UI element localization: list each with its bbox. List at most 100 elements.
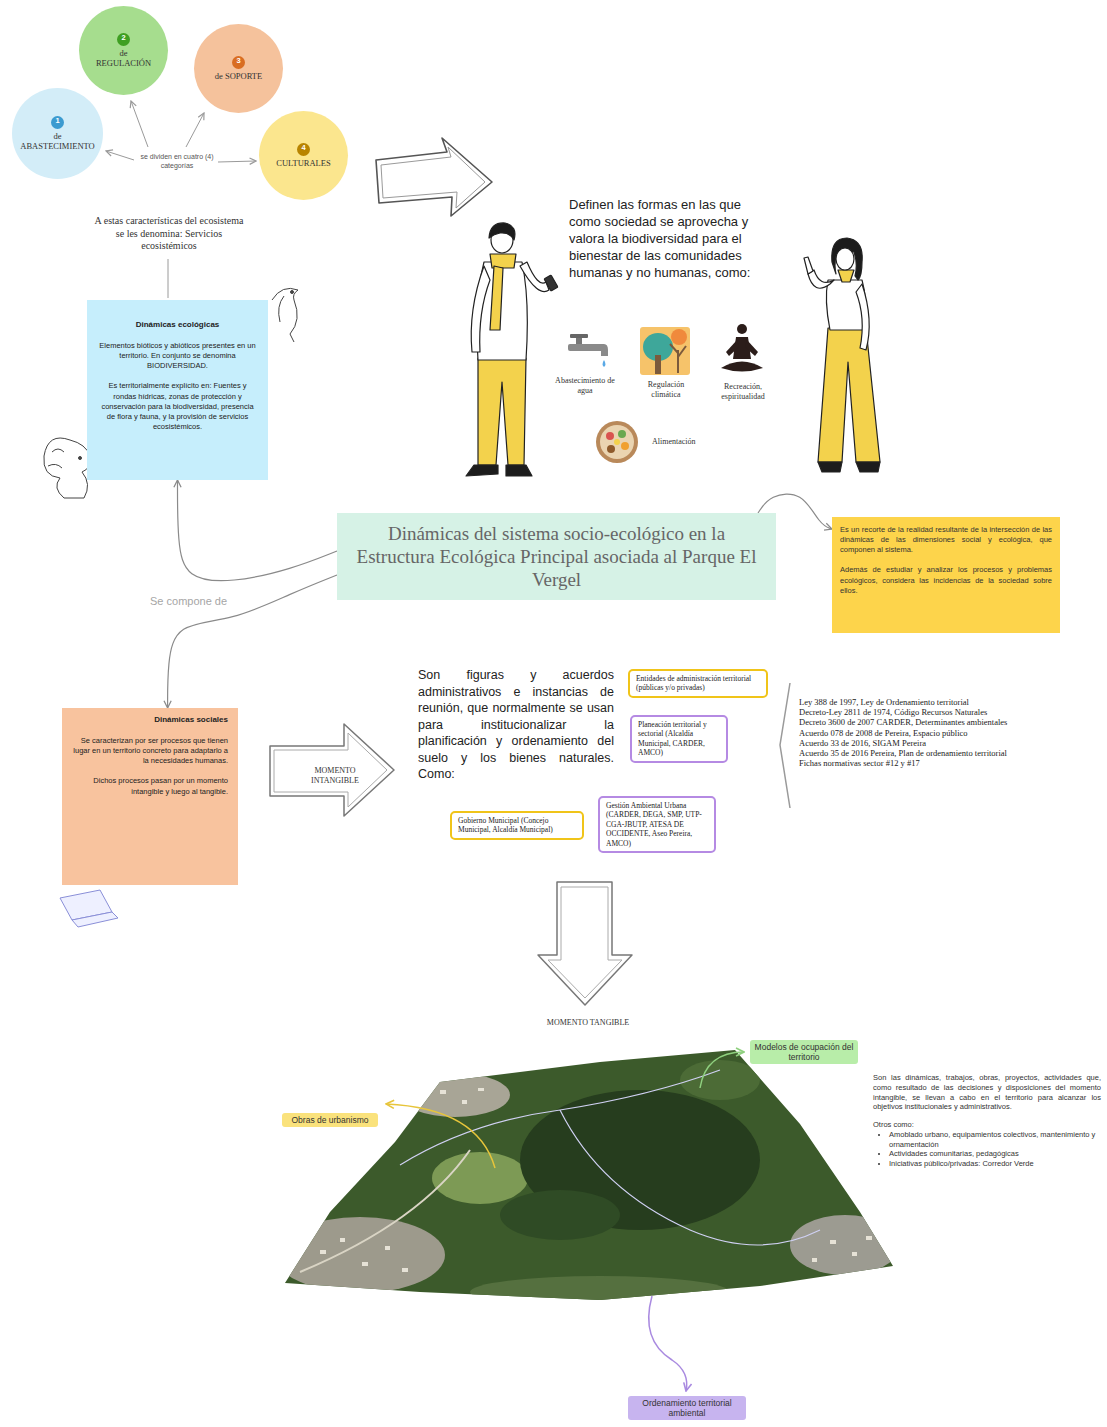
woman-figure <box>832 238 862 280</box>
entity-box: Gobierno Municipal (Concejo Municipal, A… <box>450 811 584 840</box>
woman-figure <box>856 284 869 350</box>
category-text: de REGULACIÓN <box>93 49 155 69</box>
entity-box: Gestión Ambiental Urbana (CARDER, DEGA, … <box>598 796 716 853</box>
hollow-arrow <box>548 887 622 998</box>
food-icon <box>621 442 629 450</box>
terrain-image <box>470 1276 730 1308</box>
entity-box: Entidades de administración territorial … <box>628 669 768 698</box>
icon-caption: Recreación, espiritualidad <box>706 382 780 402</box>
man-figure <box>466 223 558 476</box>
text-column: Son las dinámicas, trabajos, obras, proy… <box>873 1073 1101 1169</box>
terrain-image <box>275 1060 900 1308</box>
body-text: Son figuras y acuerdos administrativos e… <box>418 667 614 783</box>
woman-figure <box>838 270 854 282</box>
terrain-image <box>400 1073 510 1117</box>
climate-icon <box>655 355 661 374</box>
meditation-icon <box>737 324 747 334</box>
man-figure <box>489 223 515 240</box>
meditation-icon <box>721 324 763 372</box>
note-text: se dividen en cuatro (4) categorías <box>137 153 217 171</box>
terrain-image <box>402 1268 408 1272</box>
law-item: Decreto-Ley 2811 de 1974, Código Recurso… <box>799 707 1094 717</box>
entity-text: Gestión Ambiental Urbana (CARDER, DEGA, … <box>606 801 708 848</box>
man-figure <box>544 275 558 291</box>
terrain-image <box>500 1190 620 1240</box>
climate-icon <box>640 327 690 375</box>
bullet-item: Iniciativas público/privadas: Corredor V… <box>889 1159 1101 1169</box>
faucet-icon <box>570 334 588 338</box>
icon-caption: Alimentación <box>652 437 722 447</box>
woman-figure <box>818 328 880 462</box>
law-item: Acuerdo 078 de 2008 de Pereira, Espacio … <box>799 728 1094 738</box>
info-panel: Dinámicas sociales Se caracterizan por se… <box>62 708 238 885</box>
terrain-image <box>340 1238 345 1242</box>
category-circle: 1 de ABASTECIMIENTO <box>12 88 103 179</box>
woman-figure <box>818 462 842 472</box>
squirrel-sketch <box>44 438 91 498</box>
callout-number: 3 <box>232 56 245 69</box>
note-text: Es un recorte de la realidad resultante … <box>840 525 1052 555</box>
icon-caption: Regulación climática <box>636 380 696 400</box>
woman-figure <box>808 270 834 288</box>
info-panel: Dinámicas ecológicasElementos bióticos y… <box>87 300 268 480</box>
law-item: Acuerdo 33 de 2016, SIGAM Pereira <box>799 738 1094 748</box>
food-icon <box>607 445 615 453</box>
food-icon <box>596 421 638 463</box>
leader-line <box>386 1104 495 1168</box>
food-icon <box>600 425 634 459</box>
meditation-icon <box>721 362 763 372</box>
faucet-icon <box>594 344 608 356</box>
faucet-icon <box>568 334 608 367</box>
body-text: Definen las formas en las que como socie… <box>569 197 775 281</box>
callout-number: 1 <box>51 116 64 129</box>
terrain-image <box>440 1090 446 1094</box>
note-text: Además de estudiar y analizar los proces… <box>840 565 1052 595</box>
body-text: Son las dinámicas, trabajos, obras, proy… <box>873 1073 1101 1112</box>
text-column: Ley 388 de 1997, Ley de Ordenamiento ter… <box>799 697 1094 768</box>
category-text: de SOPORTE <box>203 72 275 82</box>
climate-icon <box>671 329 687 345</box>
laptop-sketch <box>72 912 118 927</box>
panel-text: Se caracterizan por ser procesos que tie… <box>72 736 228 766</box>
faucet-icon <box>603 360 606 367</box>
callout-text: Modelos de ocupación del territorio <box>754 1042 854 1062</box>
category-text: de ABASTECIMIENTO <box>16 132 100 152</box>
entity-text: Planeación territorial y sectorial (Alca… <box>638 720 720 758</box>
food-icon <box>606 432 614 440</box>
hollow-arrow <box>381 147 485 208</box>
title-text: Dinámicas del sistema socio-ecológico en… <box>355 522 758 592</box>
leader-line <box>649 1296 687 1391</box>
terrain-image <box>362 1262 368 1266</box>
entity-text: Entidades de administración territorial … <box>636 674 760 693</box>
category-arrows <box>218 161 256 162</box>
food-icon <box>618 430 626 438</box>
category-arrows <box>106 151 134 160</box>
faucet-icon <box>568 344 598 351</box>
woman-figure <box>804 238 880 472</box>
terrain-image <box>275 1050 900 1308</box>
panel-heading: Dinámicas sociales <box>72 715 228 724</box>
terrain-image <box>812 1258 817 1262</box>
climate-icon <box>670 344 686 373</box>
callout-text: Obras de urbanismo <box>286 1115 374 1125</box>
man-figure <box>506 465 532 476</box>
terrain-image <box>320 1088 872 1272</box>
meditation-icon <box>745 340 758 356</box>
note-box: Es un recorte de la realidad resultante … <box>832 517 1060 633</box>
terrain-image <box>478 1088 484 1091</box>
hollow-arrow <box>538 882 632 1005</box>
hollow-arrow: MOMENTO INTANGIBLE <box>268 722 396 818</box>
law-item: Acuerdo 35 de 2016 Pereira, Plan de orde… <box>799 748 1094 758</box>
terrain-image <box>462 1100 467 1104</box>
terrain-image <box>300 1150 470 1272</box>
panel-heading: Dinámicas ecológicas <box>97 320 258 329</box>
terrain-image <box>385 1246 390 1250</box>
callout-label: Obras de urbanismo <box>282 1113 378 1127</box>
arrow-caption: MOMENTO INTANGIBLE <box>298 722 372 786</box>
panel-text: Dichos procesos pasan por un momento int… <box>72 776 228 796</box>
callout-text: Ordenamiento territorial ambiental <box>632 1398 742 1418</box>
callout-label: Ordenamiento territorial ambiental <box>628 1396 746 1420</box>
hollow-arrow <box>376 138 492 216</box>
icon-caption: Abastecimiento de agua <box>553 376 617 396</box>
